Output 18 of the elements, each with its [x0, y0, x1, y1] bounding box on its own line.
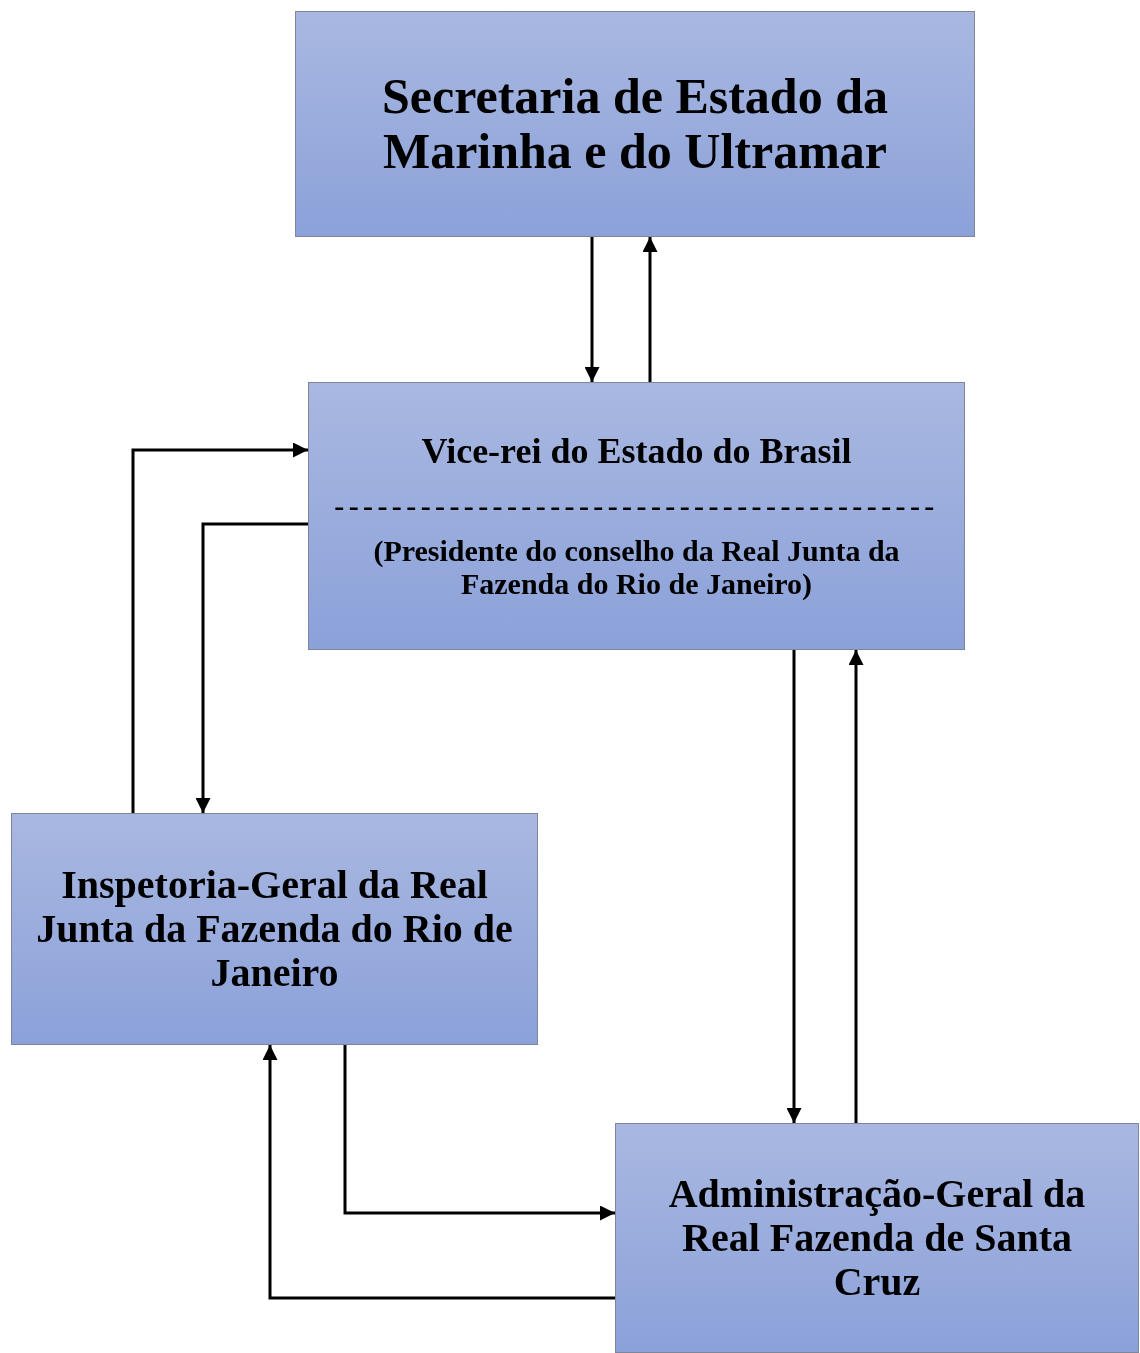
- org-box: [11, 813, 538, 1045]
- arrow: [131, 442, 308, 813]
- separator-text: ------------------------------------------: [334, 489, 939, 523]
- arrow: [786, 650, 802, 1123]
- box-label: Administração-Geral da Real Fazenda de Santa Cruz: [667, 1172, 1087, 1304]
- arrow: [642, 237, 658, 382]
- org-box: [308, 382, 965, 650]
- arrow: [343, 1045, 615, 1221]
- arrow: [195, 522, 308, 813]
- arrow: [584, 237, 600, 382]
- org-box: [615, 1123, 1139, 1353]
- box-label: Inspetoria-Geral da Real Junta da Fazenda do Rio de Janeiro: [35, 863, 514, 995]
- org-box: [295, 11, 975, 237]
- arrow: [262, 1045, 615, 1300]
- box-label: (Presidente do conselho da Real Junta da Fazenda do Rio de Janeiro): [372, 534, 901, 601]
- arrow: [848, 650, 864, 1123]
- box-label: Secretaria de Estado da Marinha e do Ultramar: [381, 69, 889, 179]
- box-label: Vice-rei do Estado do Brasil: [421, 431, 852, 472]
